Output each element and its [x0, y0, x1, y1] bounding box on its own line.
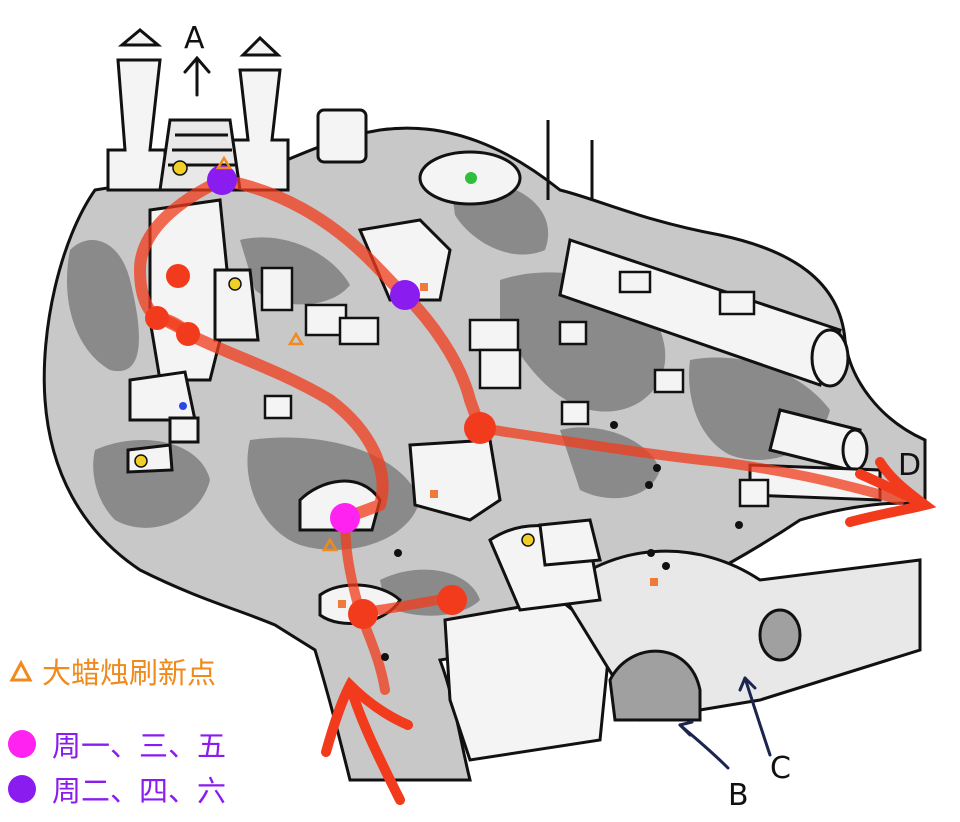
- legend-candle: 大蜡烛刷新点: [8, 650, 216, 692]
- exit-label-c: C: [770, 751, 791, 786]
- exit-label-a: A: [184, 21, 205, 56]
- crab-icon: [381, 653, 389, 661]
- blue-marker: [179, 402, 187, 410]
- legend-candle-label: 大蜡烛刷新点: [42, 656, 217, 690]
- tts-spawn-marker: [390, 280, 420, 310]
- candle-triangle-icon: [321, 537, 339, 552]
- crab-icon: [394, 549, 402, 557]
- route-waypoints: [145, 264, 496, 629]
- exit-label-b: B: [728, 778, 749, 813]
- spirit-marker-icon: [521, 533, 535, 547]
- twin-towers: [106, 28, 290, 192]
- crab-markers: [381, 421, 743, 661]
- crab-icon: [735, 521, 743, 529]
- spirit-markers: [134, 160, 535, 547]
- crab-icon: [645, 481, 653, 489]
- green-marker: [465, 172, 477, 184]
- legend-tts: 周二、四、六: [8, 768, 226, 810]
- crab-icon: [610, 421, 618, 429]
- exit-label-d: D: [898, 448, 921, 483]
- mwf-spawn-marker: [330, 503, 360, 533]
- crab-icon: [653, 464, 661, 472]
- weekday-dot-icon: [8, 730, 36, 758]
- exit-bc-arrows: [678, 676, 772, 770]
- legend-mwf: 周一、三、五: [8, 723, 226, 765]
- candle-spawn-points: [215, 155, 339, 552]
- exit-d-arrow: [845, 457, 937, 527]
- candle-triangle-icon: [287, 331, 305, 346]
- map-legend: 大蜡烛刷新点 周一、三、五 周二、四、六: [8, 640, 308, 815]
- candle-triangle-icon: [9, 659, 33, 682]
- ruins: [126, 108, 922, 762]
- exit-a-arrow: [183, 55, 211, 97]
- spirit-marker-icon: [134, 454, 148, 468]
- crab-icon: [662, 562, 670, 570]
- candle-triangle-icon: [215, 155, 233, 170]
- legend-tts-label: 周二、四、六: [52, 774, 227, 808]
- crab-icon: [647, 549, 655, 557]
- spirit-marker-icon: [228, 277, 242, 291]
- spirit-marker-icon: [172, 160, 188, 176]
- scattered-blocks: [260, 266, 770, 508]
- tts-spawn-marker: [207, 165, 237, 195]
- weekday-dot-icon: [8, 775, 36, 803]
- orange-item-markers: [338, 283, 658, 608]
- entry-arrow: [321, 676, 413, 805]
- legend-mwf-label: 周一、三、五: [52, 729, 227, 763]
